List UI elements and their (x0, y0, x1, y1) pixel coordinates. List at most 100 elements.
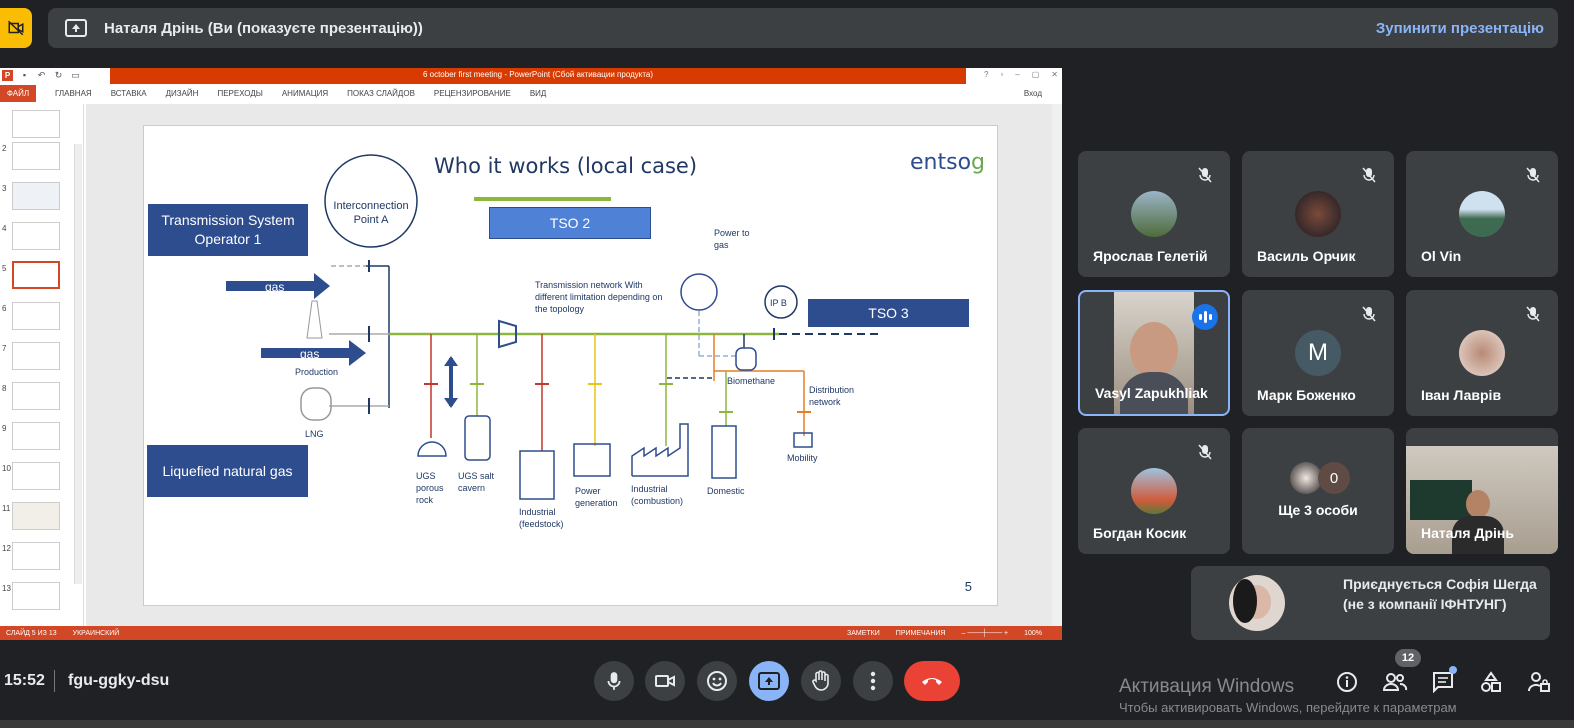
participant-tile[interactable]: M Марк Боженко (1242, 290, 1394, 416)
domestic-label: Domestic (707, 486, 745, 496)
participant-tile[interactable]: Ярослав Гелетій (1078, 151, 1230, 277)
tab-transitions[interactable]: ПЕРЕХОДЫ (217, 89, 263, 98)
gas-network-diagram (226, 154, 879, 500)
slide-thumbnail[interactable] (12, 110, 60, 138)
self-video (1406, 446, 1558, 554)
stop-presenting-button[interactable]: Зупинити презентацію (1375, 19, 1544, 37)
mic-off-icon (1522, 303, 1544, 325)
participant-tile[interactable]: Василь Орчик (1242, 151, 1394, 277)
avatar (1295, 191, 1341, 237)
avatar (1131, 191, 1177, 237)
join-request-text: Приєднується Софія Шегда (не з компанії … (1343, 576, 1537, 612)
maximize-icon[interactable]: ▢ (1031, 70, 1040, 79)
tab-view[interactable]: ВИД (529, 89, 547, 98)
transmission-network-label: Transmission network With different limi… (535, 280, 663, 314)
login-link[interactable]: Вход (1023, 89, 1042, 98)
slide-thumbnail[interactable] (12, 502, 60, 530)
host-controls-button[interactable] (1525, 668, 1553, 696)
participant-tile-speaking[interactable]: Vasyl Zapukhliak (1078, 290, 1230, 416)
participant-name: Іван Лаврів (1421, 387, 1502, 403)
participant-name: Василь Орчик (1257, 248, 1356, 264)
participant-tile[interactable]: Іван Лаврів (1406, 290, 1558, 416)
slide-thumbnail[interactable] (12, 542, 60, 570)
meeting-details-button[interactable] (1333, 668, 1361, 696)
slide-thumbnail[interactable] (12, 142, 60, 170)
chat-notification-dot (1449, 666, 1457, 674)
leave-call-button[interactable] (904, 661, 960, 701)
redo-icon[interactable]: ↻ (54, 70, 63, 80)
undo-icon[interactable]: ↶ (37, 70, 46, 80)
more-participants-tile[interactable]: 0 Ще 3 особи (1242, 428, 1394, 554)
tab-insert[interactable]: ВСТАВКА (110, 89, 147, 98)
tso3-box: TSO 3 (808, 299, 969, 327)
participant-tile[interactable]: Богдан Косик (1078, 428, 1230, 554)
tab-design[interactable]: ДИЗАЙН (165, 89, 199, 98)
meeting-code: fgu-ggky-dsu (68, 672, 170, 689)
power-generation-label: Power generation (575, 486, 618, 508)
slide-thumbnail[interactable] (12, 342, 60, 370)
extra-count: 0 (1318, 462, 1350, 494)
windows-activation-title: Активация Windows (1119, 676, 1295, 697)
window-controls: ? ▫ – ▢ ✕ (984, 70, 1058, 79)
slide-thumbnail[interactable] (12, 302, 60, 330)
camera-button[interactable] (645, 661, 685, 701)
powerpoint-logo-icon: P (2, 70, 13, 81)
status-language[interactable]: УКРАИНСКИЙ (72, 629, 120, 637)
slide-thumbnail[interactable] (12, 422, 60, 450)
industrial-feedstock-label: Industrial (feedstock) (519, 507, 564, 529)
thumb-number: 5 (2, 264, 7, 273)
mic-off-icon (1358, 303, 1380, 325)
microphone-button[interactable] (594, 661, 634, 701)
chat-button[interactable] (1429, 666, 1457, 696)
reactions-button[interactable] (697, 661, 737, 701)
slide-thumbnail[interactable] (12, 222, 60, 250)
present-screen-icon (64, 16, 88, 40)
slide-thumbnail[interactable] (12, 582, 60, 610)
activities-button[interactable] (1477, 668, 1505, 696)
tab-review[interactable]: РЕЦЕНЗИРОВАНИЕ (433, 89, 511, 98)
save-icon[interactable]: ▪ (22, 70, 27, 80)
comments-button[interactable]: ПРИМЕЧАНИЯ (895, 629, 946, 637)
lng-label: LNG (305, 429, 324, 439)
raise-hand-button[interactable] (801, 661, 841, 701)
slide-scrollbar[interactable] (1052, 104, 1062, 626)
close-icon[interactable]: ✕ (1051, 70, 1058, 79)
slide-thumbnail-active[interactable] (12, 261, 60, 289)
status-slide-count: СЛАЙД 5 ИЗ 13 (6, 629, 57, 637)
tab-home[interactable]: ГЛАВНАЯ (55, 89, 92, 98)
speaking-icon (1192, 304, 1218, 330)
chat-icon (1433, 672, 1453, 693)
slide-thumbnail[interactable] (12, 182, 60, 210)
people-button[interactable] (1381, 668, 1409, 696)
zoom-slider[interactable]: – ───┼─── + (961, 629, 1009, 637)
production-label: Production (295, 367, 339, 377)
ugs-salt-label: UGS salt cavern (458, 471, 495, 493)
participant-tile-self[interactable]: Наталя Дрінь (1406, 428, 1558, 554)
avatar (1229, 575, 1285, 631)
thumb-number: 11 (2, 504, 11, 513)
emoji-icon (707, 671, 727, 691)
join-request-notification[interactable]: Приєднується Софія Шегда (не з компанії … (1191, 566, 1550, 640)
avatar: M (1295, 330, 1341, 376)
more-options-button[interactable] (853, 661, 893, 701)
slide-thumbnail[interactable] (12, 382, 60, 410)
minimize-icon[interactable]: – (1015, 70, 1020, 79)
tab-animation[interactable]: АНИМАЦИЯ (281, 89, 329, 98)
present-button[interactable] (749, 661, 789, 701)
ribbon-display-icon[interactable]: ▫ (1000, 70, 1004, 79)
camera-off-button[interactable] (0, 8, 32, 48)
slideshow-icon[interactable]: ▭ (71, 70, 80, 80)
avatar (1131, 468, 1177, 514)
tab-slideshow[interactable]: ПОКАЗ СЛАЙДОВ (347, 89, 415, 98)
help-icon[interactable]: ? (983, 70, 989, 79)
thumb-number: 10 (2, 464, 11, 473)
power-to-gas-label: Power to gas (714, 228, 750, 250)
participant-tile[interactable]: Ol Vin (1406, 151, 1558, 277)
thumbnails-scrollbar[interactable] (74, 144, 82, 584)
tab-file[interactable]: ФАЙЛ (0, 85, 36, 102)
notes-button[interactable]: ЗАМЕТКИ (846, 629, 880, 637)
zoom-level[interactable]: 100% (1024, 629, 1042, 637)
slide-thumbnail[interactable] (12, 462, 60, 490)
mic-off-icon (1358, 164, 1380, 186)
biomethane-label: Biomethane (727, 376, 776, 386)
